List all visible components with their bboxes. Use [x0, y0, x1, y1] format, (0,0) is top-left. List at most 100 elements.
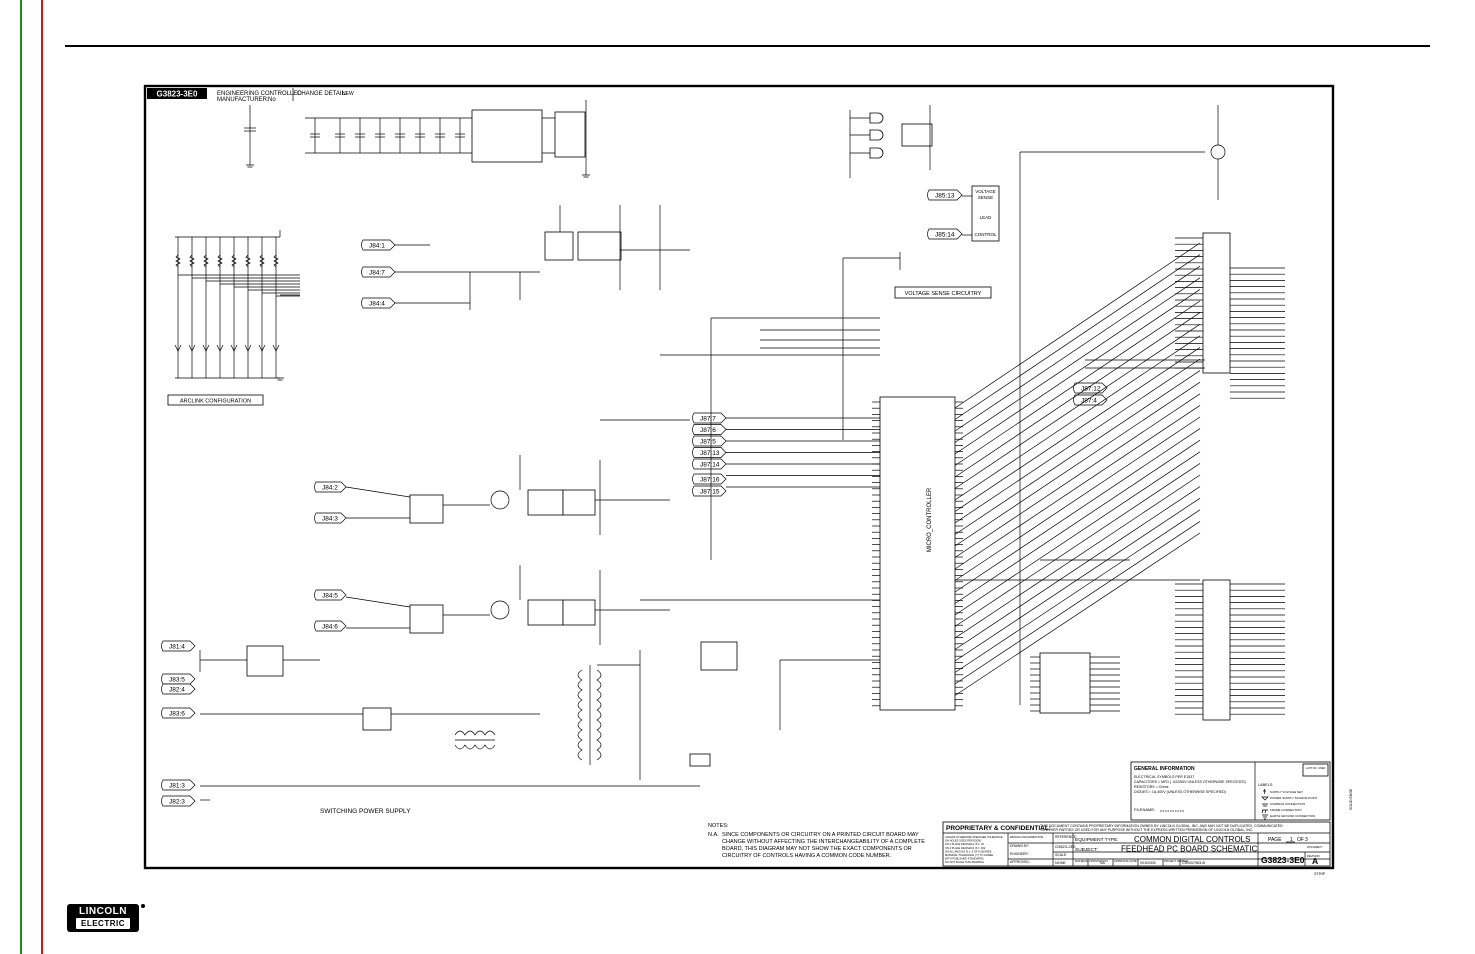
tach-trace	[345, 596, 411, 608]
bus-trace	[954, 532, 1201, 696]
gen-info-title: GENERAL INFORMATION	[1134, 766, 1195, 772]
connector-shape	[161, 779, 196, 791]
connector-j87-15: J87:15	[692, 485, 727, 497]
strip-label: STRIP	[1314, 872, 1326, 876]
notes-line-4: CIRCUITRY OF CONTROLS HAVING A COMMON CO…	[722, 853, 892, 859]
switch-symbol	[272, 344, 280, 352]
scale-label: SCALE:	[1055, 853, 1067, 857]
legend-last-no-used: LAST NO. USED	[1306, 766, 1326, 770]
connector-shape	[927, 228, 963, 240]
voltage-sense-block: VOLTAGE SENSE LEAD CONTROL VOLTAGE SENSE…	[842, 105, 1000, 440]
connector-label: J87:5	[700, 439, 716, 446]
bus-trace	[954, 405, 1201, 570]
bus-trace	[954, 439, 1201, 604]
approval-date-value: 9/15/2006	[1140, 861, 1156, 865]
gen-info-line-1: ELECTRICAL SYMBOLS PER E1537	[1134, 775, 1194, 779]
manufacturer-label: MANUFACTURER:	[217, 97, 269, 103]
bus-trace	[954, 242, 1201, 409]
change-detail: CHANGE DETAIL:	[297, 91, 347, 97]
bus-trace	[954, 428, 1201, 593]
resistor-symbol	[189, 254, 195, 268]
legend-item-3: COMMON CONNECTION	[1270, 802, 1305, 806]
resistor-symbol	[203, 254, 209, 268]
connector-j82-4: J82:4	[161, 683, 196, 695]
connector-j87-13: J87:13	[692, 447, 727, 458]
margin-rail-red	[41, 0, 43, 954]
connector-j83-5: J83:5	[161, 673, 196, 685]
connector-shape	[692, 447, 727, 458]
page-total: 3	[1305, 837, 1308, 843]
connector-label: J87:6	[700, 427, 716, 434]
connector-label: J87:13	[700, 450, 720, 457]
connector-j85-13: J85:13	[927, 189, 963, 201]
logo-top-text: LINCOLN	[79, 906, 127, 917]
gen-info-line-2: CAPACITORS = MFD ( .022/50V UNLESS OTHER…	[1134, 780, 1246, 784]
corner-tag: G3823-3E0	[147, 88, 207, 99]
connector-label: J87:4	[1081, 398, 1097, 405]
bus-trace	[954, 463, 1201, 627]
connector-label: J84:7	[369, 270, 385, 277]
switching-power-supply-label: SWITCHING POWER SUPPLY	[320, 808, 411, 815]
logo-bottom-text: ELECTRIC	[76, 918, 130, 929]
lincoln-electric-logo: LINCOLN ELECTRIC	[67, 904, 145, 932]
project-number-value: CRM37963-B	[1182, 861, 1205, 865]
connector-label: J85:13	[935, 193, 955, 200]
supply-section	[199, 641, 738, 801]
bus-trace	[954, 521, 1201, 685]
page-of: OF	[1297, 837, 1304, 843]
logo-registered-mark	[141, 904, 145, 908]
gen-info-line-4: DIODES = 1A,400V (UNLESS OTHERWISE SPECI…	[1134, 790, 1226, 794]
page-label: PAGE	[1268, 837, 1282, 843]
tolerance-note: UNLESS OTHERWISE SPECIFIED TOLERANCE	[945, 835, 1003, 839]
bus-trace	[954, 347, 1201, 512]
scale-value: NONE	[1055, 861, 1066, 865]
proprietary-label: PROPRIETARY & CONFIDENTIAL:	[946, 825, 1051, 832]
tach-trace	[345, 486, 411, 498]
connector-label: J87:7	[700, 416, 716, 423]
subject-label: SUBJECT:	[1075, 847, 1098, 853]
notes-line-1: SINCE COMPONENTS OR CIRCUITRY ON A PRINT…	[722, 832, 919, 838]
tolerance-note: DO NOT SCALE THIS DRAWING	[945, 860, 984, 864]
connector-shape	[314, 481, 347, 493]
switch-symbol	[216, 344, 224, 352]
tach-opto	[562, 599, 596, 626]
reference-label: REFERENCE:	[1055, 835, 1077, 839]
approval-date-label: APPROVAL DATE:	[1114, 859, 1138, 863]
corner-tag-text: G3823-3E0	[157, 90, 198, 99]
connector-label: J82:4	[169, 687, 185, 694]
revision-label: REVISION:	[1307, 854, 1320, 858]
doc-number-label: DOCUMENT	[1307, 845, 1322, 849]
tach-transistor	[490, 490, 510, 510]
resistor-symbol	[273, 254, 279, 268]
connector-j87-12: J87:12	[1073, 382, 1108, 394]
connector-j84-1: J84:1	[361, 239, 396, 251]
connector-shape	[692, 435, 727, 447]
tach-transistor	[490, 600, 510, 620]
bus-trace	[954, 323, 1201, 489]
connector-j81-3: J81:3	[161, 779, 196, 791]
gate-symbol	[869, 129, 884, 141]
connector-j81-4: J81:4	[161, 640, 196, 652]
bus-trace	[954, 300, 1201, 466]
connector-label: J84:4	[369, 301, 385, 308]
connector-shape	[161, 707, 196, 719]
connector-shape	[361, 266, 396, 278]
equipment-type-value: COMMON DIGITAL CONTROLS	[1134, 835, 1250, 844]
connector-shape	[692, 412, 727, 424]
connector-shape	[161, 640, 196, 652]
tolerance-note: ON ALL ANGLES IS ± .5 OF A DEGREE	[945, 849, 992, 853]
connector-j87-7: J87:7	[692, 412, 727, 424]
manufacturer-value: No	[268, 97, 276, 103]
switch-symbol	[230, 344, 238, 352]
bus-trace	[954, 451, 1201, 616]
gate-symbol	[869, 112, 884, 124]
connector-j87-14: J87:14	[692, 458, 727, 470]
connector-label: J84:6	[322, 624, 338, 631]
connector-j87-4: J87:4	[1073, 394, 1108, 406]
connector-shape	[314, 620, 347, 632]
switch-symbol	[174, 344, 182, 352]
connector-shape	[314, 512, 347, 524]
connector-label: J84:5	[322, 593, 338, 600]
connector-j84-3: J84:3	[314, 512, 347, 524]
bus-trace	[954, 486, 1201, 650]
